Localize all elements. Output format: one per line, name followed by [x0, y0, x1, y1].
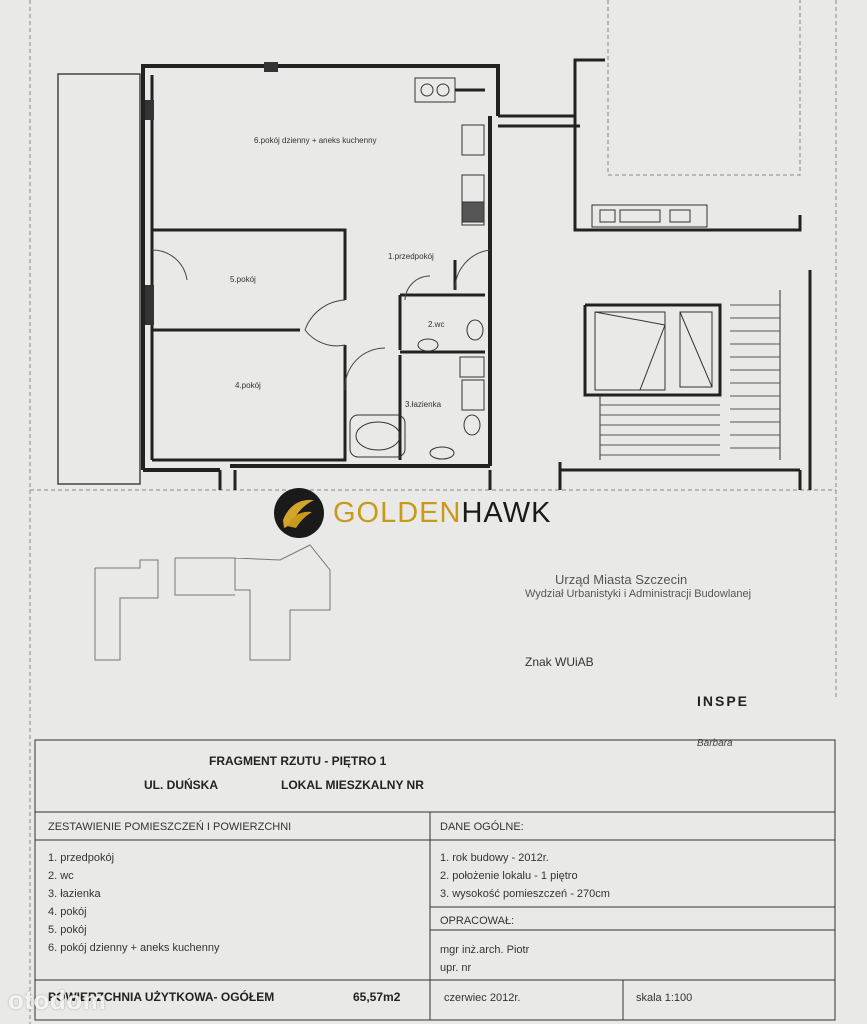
room-label-2: 2.wc [428, 320, 445, 329]
rooms-header: ZESTAWIENIE POMIESZCZEŃ I POWIERZCHNI [48, 821, 292, 833]
stamp-line-1: Urząd Miasta Szczecin [555, 572, 688, 587]
prepared-name: mgr inż.arch. Piotr [440, 944, 530, 956]
title-block [34, 739, 836, 1021]
stamp-znak: Znak WUiAB [525, 655, 594, 669]
stamp-barbara: Barbara [697, 738, 733, 749]
room-item: 3. łazienka [48, 888, 101, 900]
total-area-value: 65,57m2 [353, 990, 401, 1004]
balcony [57, 73, 141, 485]
room-item: 1. przedpokój [48, 852, 115, 864]
general-header: DANE OGÓLNE: [440, 821, 524, 833]
stamp-line-2: Wydział Urbanistyki i Administracji Budo… [525, 588, 752, 600]
room-item: 2. wc [48, 870, 74, 882]
plan-date: czerwiec 2012r. [444, 992, 521, 1004]
apartment-label: LOKAL MIESZKALNY NR [281, 778, 424, 792]
room-label-4: 4.pokój [235, 381, 261, 390]
otodom-watermark: otodom [8, 985, 107, 1015]
room-label-5: 5.pokój [230, 275, 256, 284]
general-item: 1. rok budowy - 2012r. [440, 852, 549, 864]
room-item: 5. pokój [48, 924, 87, 936]
prepared-header: OPRACOWAŁ: [440, 915, 515, 927]
prepared-upr: upr. nr [440, 962, 472, 974]
stamp-insp: INSPE [697, 693, 750, 709]
total-area-label: POWIERZCHNIA UŻYTKOWA- OGÓŁEM [48, 990, 275, 1004]
room-label-6: 6.pokój dzienny + aneks kuchenny [254, 136, 377, 145]
room-label-1: 1.przedpokój [388, 252, 434, 261]
general-item: 2. położenie lokalu - 1 piętro [440, 870, 578, 882]
plan-scale: skala 1:100 [636, 992, 693, 1004]
plan-title: FRAGMENT RZUTU - PIĘTRO 1 [209, 754, 387, 768]
brand-logo: GOLDENHAWK [333, 497, 552, 529]
room-item: 6. pokój dzienny + aneks kuchenny [48, 942, 220, 954]
key-plan [94, 544, 331, 661]
street-label: UL. DUŃSKA [144, 778, 218, 792]
room-item: 4. pokój [48, 906, 87, 918]
goldenhawk-logo-icon [274, 488, 324, 538]
general-item: 3. wysokość pomieszczeń - 270cm [440, 888, 610, 900]
room-label-3: 3.łazienka [405, 400, 442, 409]
